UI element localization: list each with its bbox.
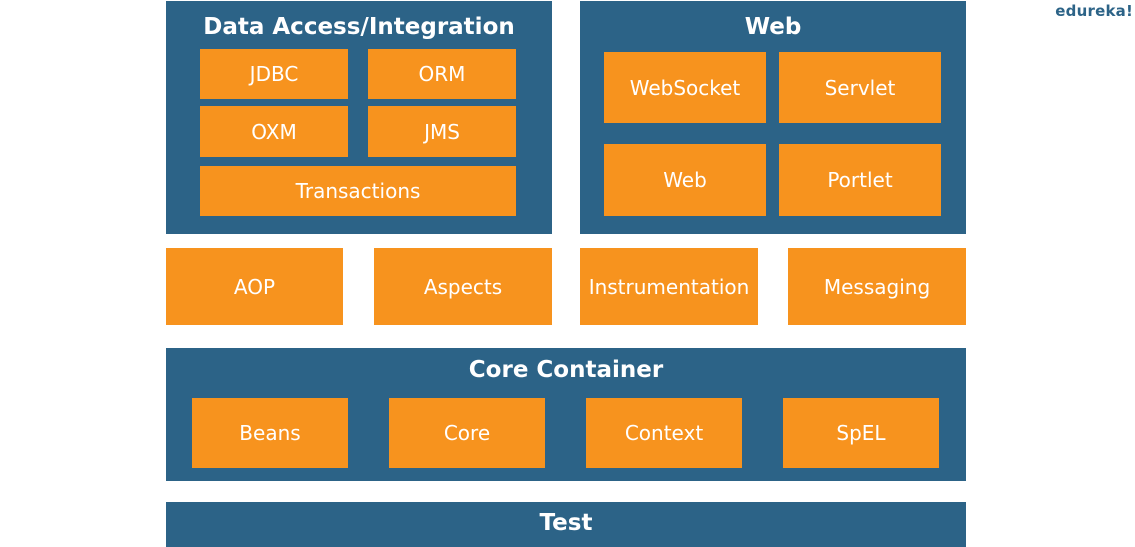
edureka-logo: edureka! xyxy=(1055,2,1133,20)
test-panel: Test xyxy=(166,502,966,547)
module-messaging: Messaging xyxy=(788,248,966,325)
module-aspects: Aspects xyxy=(374,248,552,325)
module-beans: Beans xyxy=(192,398,348,468)
module-orm: ORM xyxy=(368,49,516,99)
core-container-title: Core Container xyxy=(468,357,664,383)
module-oxm: OXM xyxy=(200,106,348,157)
module-portlet: Portlet xyxy=(779,144,941,216)
module-servlet: Servlet xyxy=(779,52,941,123)
core-container-panel: Core Container Beans Core Context SpEL xyxy=(166,348,966,481)
data-access-integration-panel: Data Access/Integration JDBC ORM OXM JMS… xyxy=(166,1,552,234)
module-spel: SpEL xyxy=(783,398,939,468)
module-jms: JMS xyxy=(368,106,516,157)
module-jdbc: JDBC xyxy=(200,49,348,99)
test-title: Test xyxy=(539,510,593,536)
module-core: Core xyxy=(389,398,545,468)
web-panel: Web WebSocket Servlet Web Portlet xyxy=(580,1,966,234)
module-instrumentation: Instrumentation xyxy=(580,248,758,325)
data-access-integration-title: Data Access/Integration xyxy=(203,14,515,40)
web-title: Web xyxy=(744,14,802,40)
module-web: Web xyxy=(604,144,766,216)
module-context: Context xyxy=(586,398,742,468)
module-transactions: Transactions xyxy=(200,166,516,216)
module-websocket: WebSocket xyxy=(604,52,766,123)
module-aop: AOP xyxy=(166,248,343,325)
